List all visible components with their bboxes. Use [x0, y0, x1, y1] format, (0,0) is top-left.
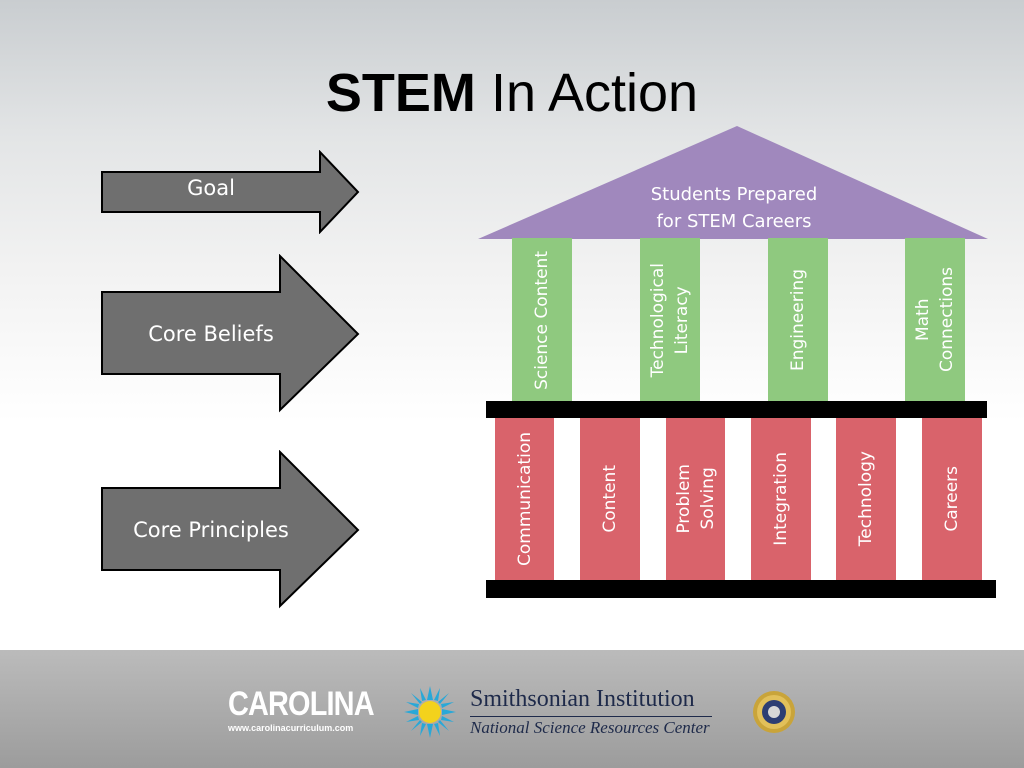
arrow-core-beliefs: Core Beliefs: [100, 254, 362, 414]
roof-line-2: for STEM Careers: [656, 211, 812, 232]
arrow-core-principles-label: Core Principles: [133, 518, 289, 542]
roof-goal-text: Students Prepared for STEM Careers: [600, 181, 868, 235]
footer-bar: [0, 650, 1024, 768]
pillar-content-label: Content: [598, 465, 622, 533]
pillar-integration-label: Integration: [769, 452, 793, 546]
arrow-core-principles: Core Principles: [100, 450, 362, 610]
pillar-label-line: Solving: [697, 467, 718, 531]
pillar-engineering: Engineering: [768, 238, 828, 402]
nsf-seal-icon: [753, 691, 795, 733]
carolina-url: www.carolinacurriculum.com: [228, 723, 354, 733]
slide-title: STEM In Action: [0, 62, 1024, 124]
arrow-core-beliefs-shape: [101, 254, 360, 413]
arrow-goal-label: Goal: [187, 176, 235, 200]
roof-line-1: Students Prepared: [650, 184, 818, 205]
smithsonian-divider: [470, 716, 712, 717]
pillar-label-line: Literacy: [672, 285, 692, 355]
pillar-technological-literacy-label: Technological Literacy: [646, 263, 694, 377]
pillar-technological-literacy: Technological Literacy: [640, 238, 700, 402]
title-rest: In Action: [490, 63, 699, 123]
pillar-label-line: Science Content: [532, 250, 552, 390]
arrow-goal-shape: [101, 150, 360, 234]
pillar-communication-label: Communication: [513, 432, 537, 566]
pillar-math-connections-label: Math Connections: [911, 267, 959, 372]
pillar-label-line: Math: [913, 298, 933, 342]
pillar-label-line: Integration: [771, 452, 791, 546]
pillar-label-line: Engineering: [788, 269, 808, 371]
pillar-science-content: Science Content: [512, 238, 572, 402]
pillar-technology: Technology: [836, 418, 896, 580]
pillar-science-content-label: Science Content: [530, 251, 554, 390]
carolina-logo: CAROLINA www.carolinacurriculum.com: [228, 685, 375, 735]
pillar-technology-label: Technology: [854, 451, 878, 546]
pillar-label-line: Communication: [514, 432, 535, 566]
pillar-communication: Communication: [495, 418, 554, 580]
pillar-math-connections: Math Connections: [905, 238, 965, 402]
temple-upper-beam: [486, 401, 987, 418]
arrow-core-principles-shape: [101, 450, 360, 609]
pillar-careers-label: Careers: [940, 466, 964, 532]
pillar-label-line: Technological: [648, 262, 668, 378]
pillar-engineering-label: Engineering: [786, 269, 810, 371]
pillar-label-line: Connections: [937, 267, 957, 373]
pillar-label-line: Problem: [673, 464, 694, 534]
arrow-core-beliefs-label: Core Beliefs: [148, 322, 274, 346]
carolina-wordmark: CAROLINA: [228, 685, 375, 723]
pillar-problem-solving: Problem Solving: [666, 418, 725, 580]
smithsonian-subtitle: National Science Resources Center: [470, 718, 710, 737]
pillar-problem-solving-label: Problem Solving: [672, 464, 720, 534]
pillar-label-line: Technology: [856, 451, 876, 547]
pillar-integration: Integration: [751, 418, 811, 580]
temple-roof: [478, 126, 988, 239]
temple-base-beam: [486, 580, 996, 598]
title-bold: STEM: [325, 63, 476, 123]
smithsonian-sun-icon: [404, 686, 456, 738]
pillar-content: Content: [580, 418, 640, 580]
pillar-label-line: Content: [600, 465, 620, 533]
pillar-label-line: Careers: [942, 466, 962, 532]
pillar-careers: Careers: [922, 418, 982, 580]
smithsonian-name: Smithsonian Institution: [470, 686, 695, 712]
arrow-goal: Goal: [100, 150, 360, 234]
